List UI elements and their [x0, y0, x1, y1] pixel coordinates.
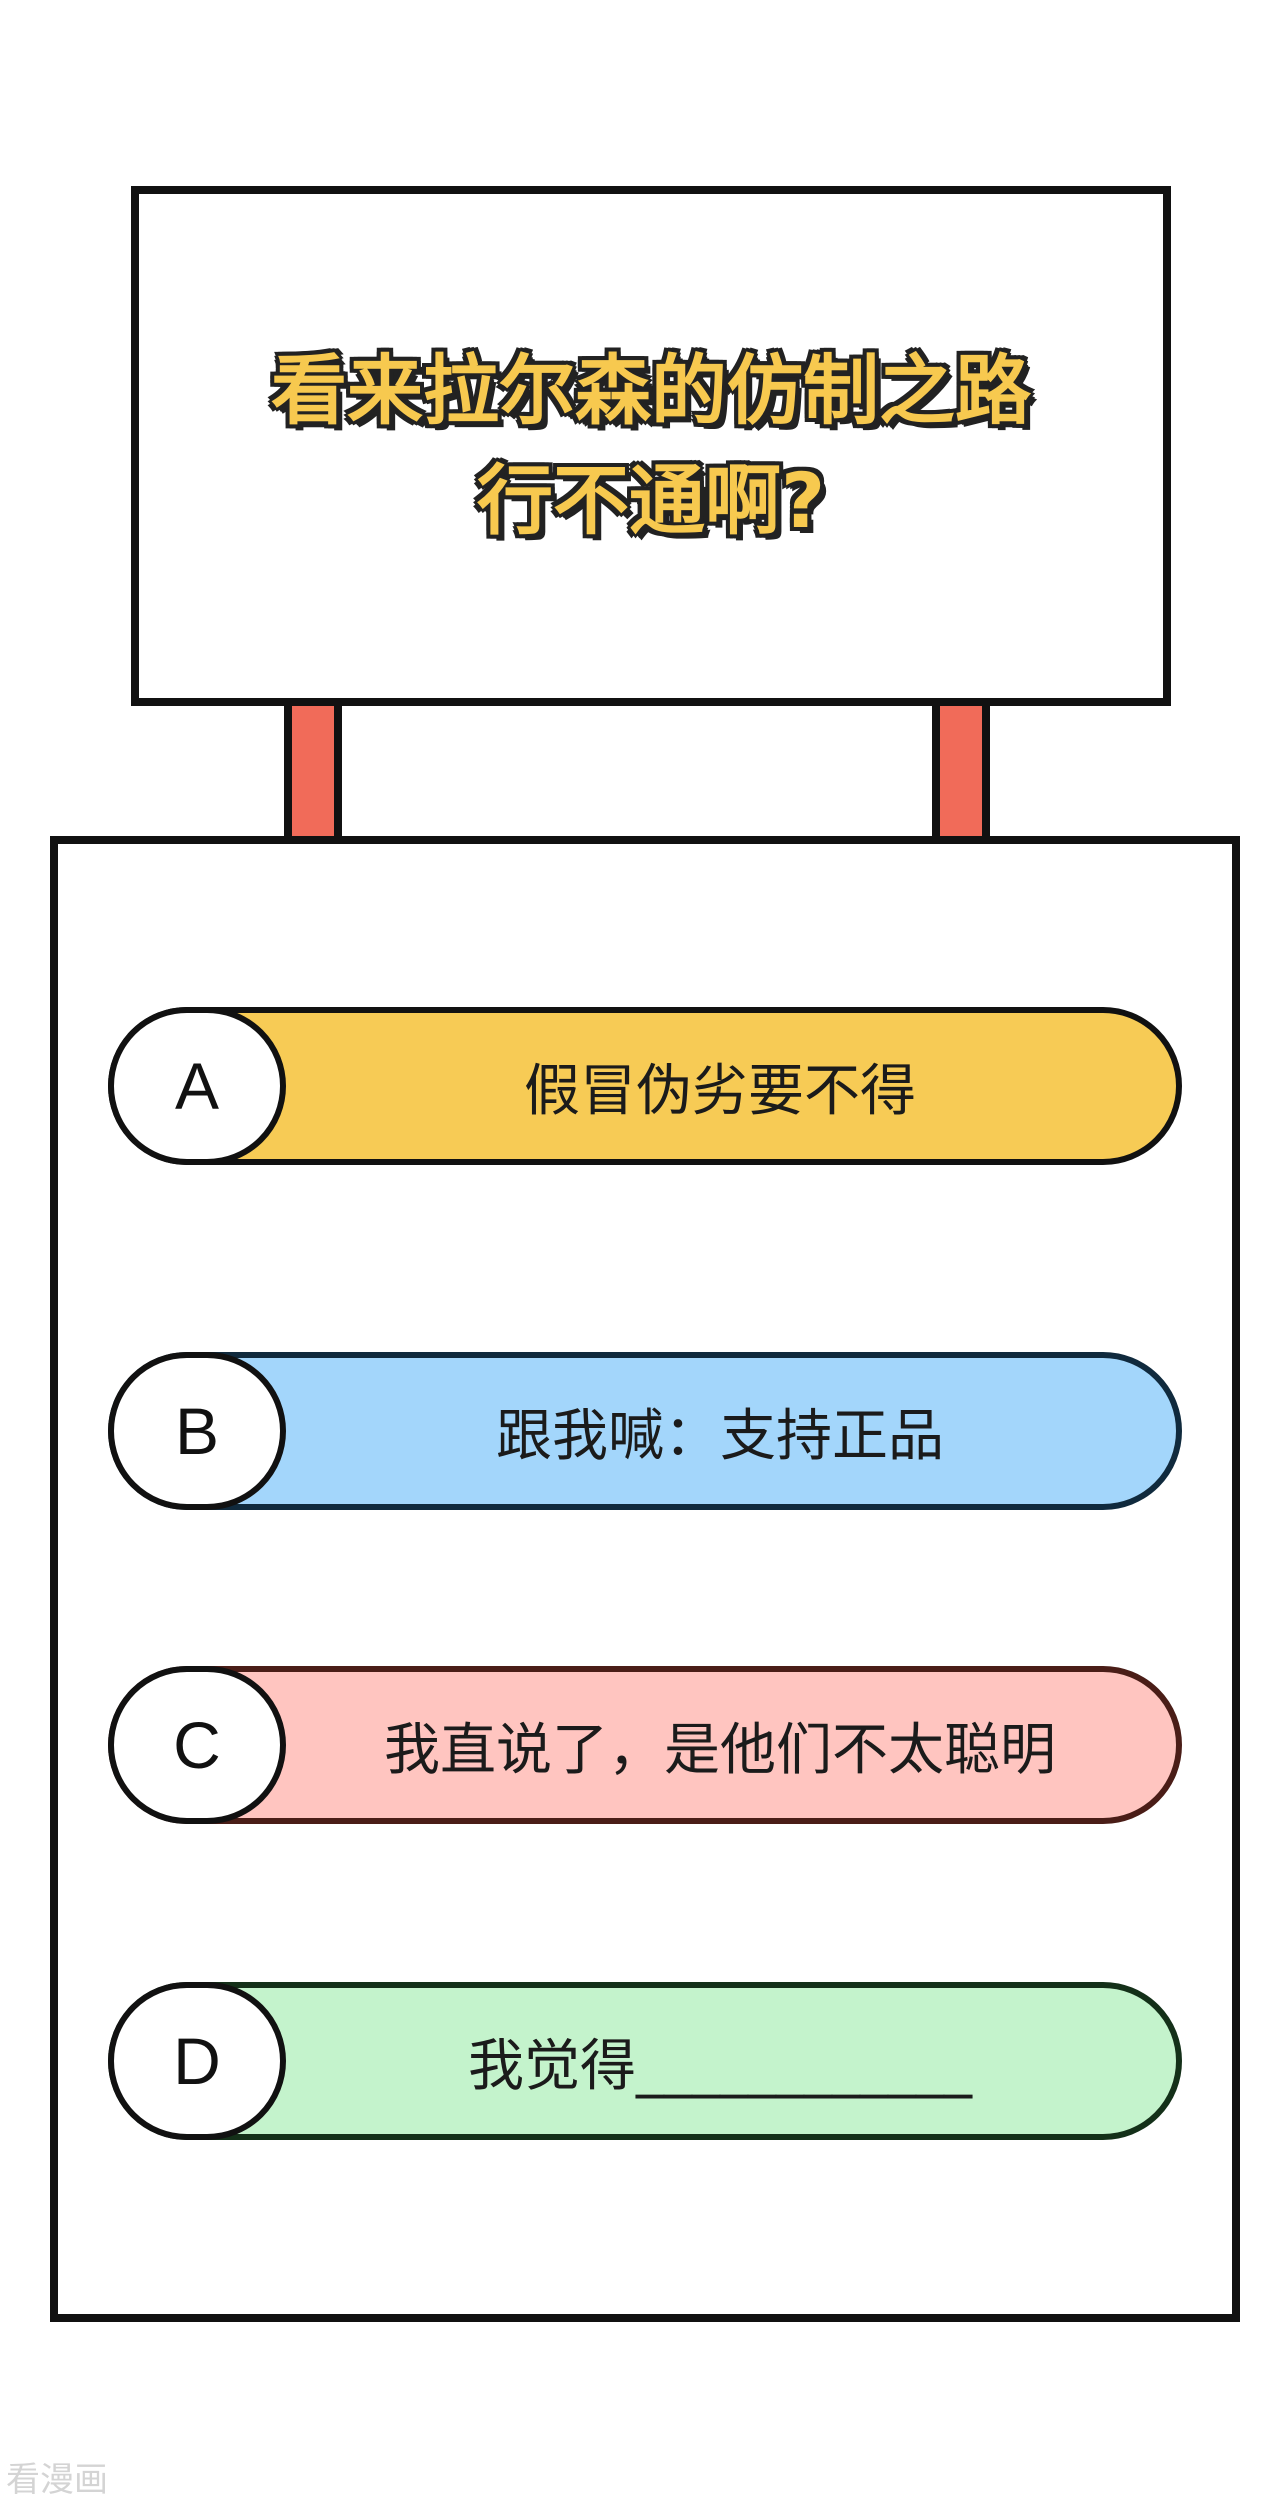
option-b-pill[interactable]: 跟我喊：支持正品 [108, 1352, 1182, 1510]
option-d-badge[interactable]: D [108, 1982, 286, 2140]
option-b[interactable]: 跟我喊：支持正品 B [108, 1352, 1182, 1510]
option-c-badge[interactable]: C [108, 1666, 286, 1824]
option-c-text: 我直说了，是他们不太聪明 [384, 1717, 1056, 1783]
option-b-text: 跟我喊：支持正品 [496, 1403, 944, 1469]
option-b-letter: B [174, 1394, 220, 1468]
option-a-text: 假冒伪劣要不得 [524, 1058, 916, 1124]
option-a-pill[interactable]: 假冒伪劣要不得 [108, 1007, 1182, 1165]
watermark: 看漫画 [6, 2460, 108, 2500]
option-c[interactable]: 我直说了，是他们不太聪明 C [108, 1666, 1182, 1824]
option-c-pill[interactable]: 我直说了，是他们不太聪明 [108, 1666, 1182, 1824]
option-a[interactable]: 假冒伪劣要不得 A [108, 1007, 1182, 1165]
option-a-badge[interactable]: A [108, 1007, 286, 1165]
sign-post-right [932, 706, 990, 842]
sign-post-left [284, 706, 342, 842]
option-d[interactable]: 我觉得____________ D [108, 1982, 1182, 2140]
option-a-letter: A [174, 1049, 220, 1123]
option-c-letter: C [173, 1708, 221, 1782]
question-line-2: 行不通啊? [475, 456, 826, 545]
option-d-letter: D [173, 2024, 221, 2098]
option-d-text: 我觉得____________ [468, 2033, 972, 2099]
option-d-pill[interactable]: 我觉得____________ [108, 1982, 1182, 2140]
question-sign: 看来拉尔森的仿制之路 行不通啊? [131, 186, 1171, 706]
option-b-badge[interactable]: B [108, 1352, 286, 1510]
question-line-1: 看来拉尔森的仿制之路 [270, 346, 1033, 435]
